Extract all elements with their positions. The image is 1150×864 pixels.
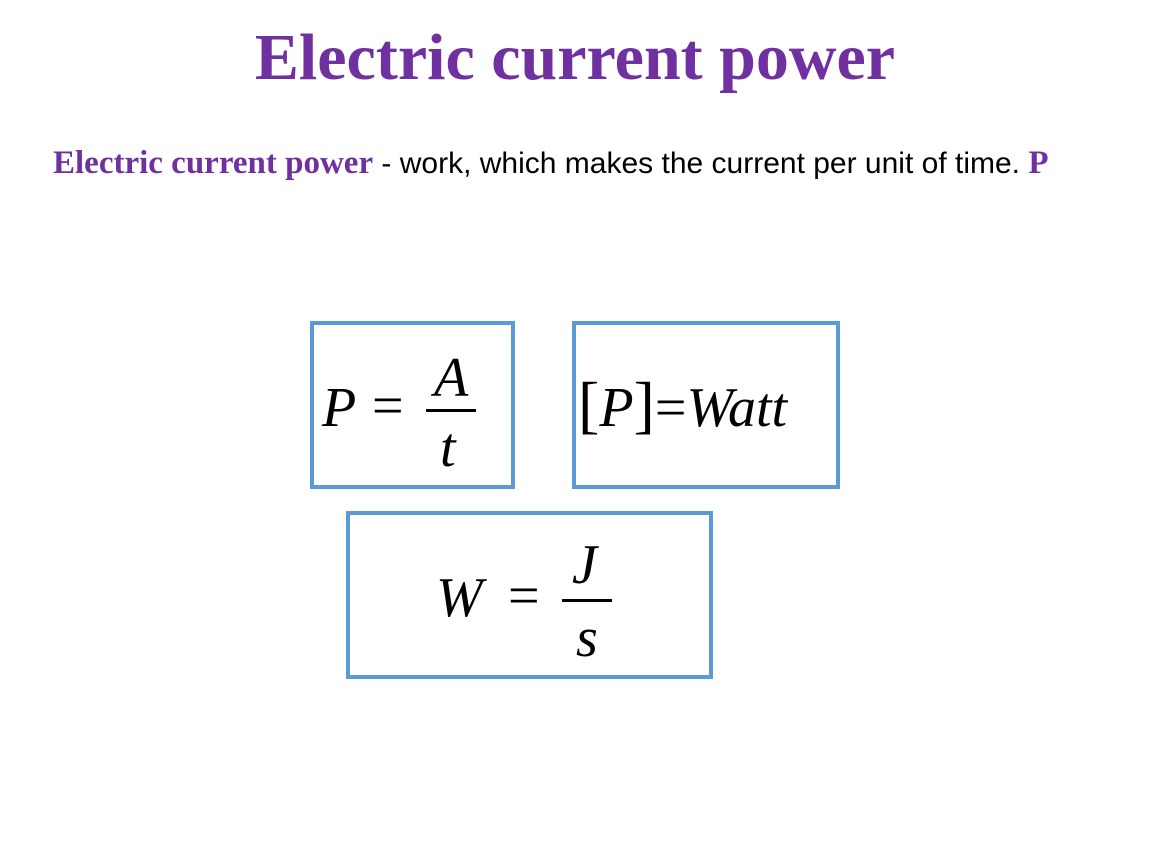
unit-symbol: P: [599, 377, 634, 439]
definition-text: - work, which makes the current per unit…: [373, 147, 1029, 180]
watt-equals: =: [508, 565, 540, 627]
power-numerator: A: [434, 347, 469, 409]
watt-formula-box: W = J s: [346, 511, 713, 679]
definition-symbol: P: [1028, 145, 1049, 181]
unit-open-bracket: [: [578, 369, 600, 440]
watt-lhs: W: [436, 567, 483, 629]
unit-equals: =: [654, 377, 687, 439]
definition-paragraph: Electric current power - work, which mak…: [53, 140, 1128, 187]
watt-fraction-bar: [562, 599, 612, 602]
watt-denominator: s: [576, 607, 598, 669]
slide-title: Electric current power: [254, 21, 896, 94]
unit-formula: [P]=Watt: [578, 373, 788, 439]
power-formula-box: P = A t: [310, 321, 515, 489]
watt-numerator: J: [572, 534, 597, 596]
power-equals: =: [372, 375, 404, 437]
power-denominator: t: [440, 417, 456, 479]
power-lhs: P: [322, 377, 357, 439]
definition-term: Electric current power: [53, 145, 374, 181]
unit-close-bracket: ]: [633, 369, 655, 440]
unit-formula-box: [P]=Watt: [572, 321, 840, 489]
unit-rhs: Watt: [686, 377, 788, 439]
power-fraction-bar: [426, 409, 476, 412]
